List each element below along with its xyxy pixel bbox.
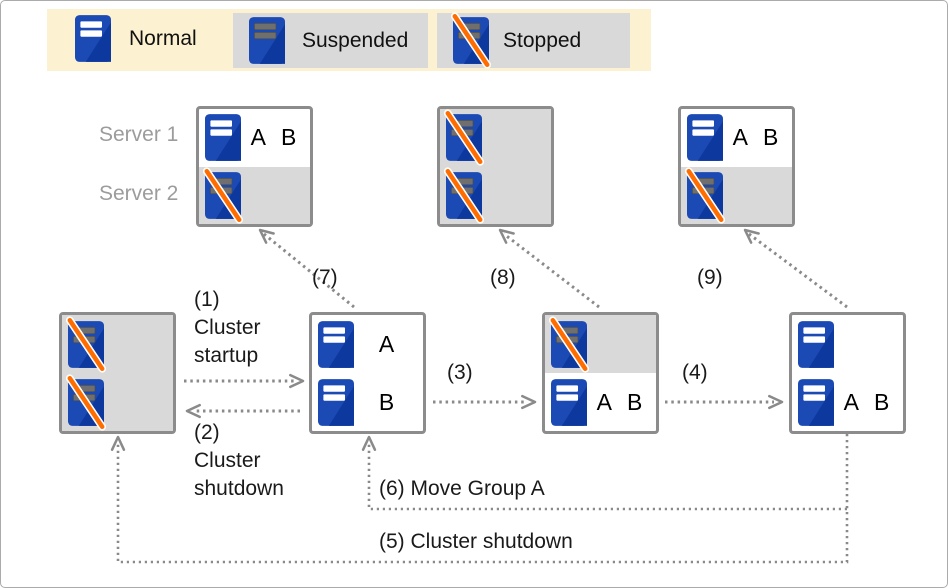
server-row: [440, 166, 551, 224]
server-normal-icon: [551, 378, 587, 427]
legend: Normal Suspended Stopped: [47, 9, 651, 71]
state-box-top-left: A B: [196, 106, 313, 227]
group-label: B: [378, 388, 395, 415]
state-box-stopped-cluster: [59, 312, 176, 434]
server-stopped-icon: [65, 315, 107, 373]
server-normal-icon: [798, 378, 834, 427]
state-box-running-split: A B: [309, 312, 426, 434]
server-row: A B: [792, 373, 903, 431]
arrow-9-line: [748, 232, 848, 309]
arrow-3-label: (3): [447, 361, 473, 384]
server-row: [199, 166, 310, 224]
state-box-top-right: A B: [678, 106, 795, 227]
server1-row-label: Server 1: [99, 123, 179, 146]
server-row: A: [312, 315, 423, 373]
arrow-7-line: [263, 232, 355, 309]
server-suspended-icon: [249, 16, 285, 65]
legend-item-stopped: Stopped: [437, 12, 630, 69]
arrow-4-head: [768, 394, 784, 410]
server-stopped-icon: [443, 109, 485, 166]
server-row: [545, 315, 656, 373]
server-row: B: [312, 373, 423, 431]
state-box-failover: A B: [542, 312, 659, 434]
legend-item-normal: Normal: [75, 14, 197, 63]
arrow-8-label: (8): [490, 266, 516, 289]
arrow-7-head: [258, 228, 275, 244]
arrow-1-head: [289, 373, 305, 389]
server-row: A B: [545, 373, 656, 431]
arrow-5-head: [110, 435, 126, 451]
server-stopped-icon: [443, 167, 485, 224]
server-row: [792, 315, 903, 373]
legend-label-normal: Normal: [129, 26, 197, 50]
server-row: [681, 166, 792, 224]
server-normal-icon: [205, 113, 241, 162]
arrow-6-head: [361, 435, 377, 451]
server-stopped-icon: [202, 167, 244, 224]
arrow-6-label: (6) Move Group A: [379, 477, 545, 500]
group-label: A B: [250, 124, 297, 151]
server-stopped-icon: [65, 373, 107, 431]
server-stopped-icon: [548, 315, 590, 373]
server-stopped-icon: [684, 167, 726, 224]
arrow-1-label: (1) Cluster startup: [194, 288, 261, 367]
group-label: A B: [732, 124, 779, 151]
arrow-2-label: (2) Cluster shutdown: [194, 421, 284, 500]
server-normal-icon: [75, 14, 111, 63]
group-label: A B: [843, 388, 890, 415]
group-label: A: [378, 330, 395, 357]
arrow-9-head: [743, 228, 760, 244]
server-row: [62, 373, 173, 431]
arrow-4-label: (4): [682, 361, 708, 384]
group-label: A B: [596, 388, 643, 415]
arrow-7-label: (7): [312, 266, 338, 289]
server-normal-icon: [318, 320, 354, 369]
server-row: [62, 315, 173, 373]
state-box-both-on-server2: A B: [789, 312, 906, 434]
arrow-8-line: [503, 232, 600, 309]
server2-row-label: Server 2: [99, 182, 179, 205]
arrow-2-head: [185, 403, 201, 419]
legend-label-suspended: Suspended: [302, 28, 409, 52]
arrow-9-label: (9): [697, 266, 723, 289]
server-row: [440, 109, 551, 167]
server-row: A B: [681, 109, 792, 167]
arrow-8-head: [498, 228, 515, 244]
server-normal-icon: [798, 320, 834, 369]
arrow-5-line: [116, 434, 849, 564]
server-row: A B: [199, 109, 310, 167]
arrow-3-head: [521, 394, 537, 410]
legend-item-suspended: Suspended: [233, 13, 428, 68]
legend-label-stopped: Stopped: [503, 28, 582, 52]
arrow-6-line: [367, 443, 847, 511]
server-normal-icon: [318, 378, 354, 427]
server-normal-icon: [687, 113, 723, 162]
arrow-5-label: (5) Cluster shutdown: [379, 530, 573, 553]
state-box-top-middle: [437, 106, 554, 227]
server-stopped-icon: [450, 12, 492, 69]
